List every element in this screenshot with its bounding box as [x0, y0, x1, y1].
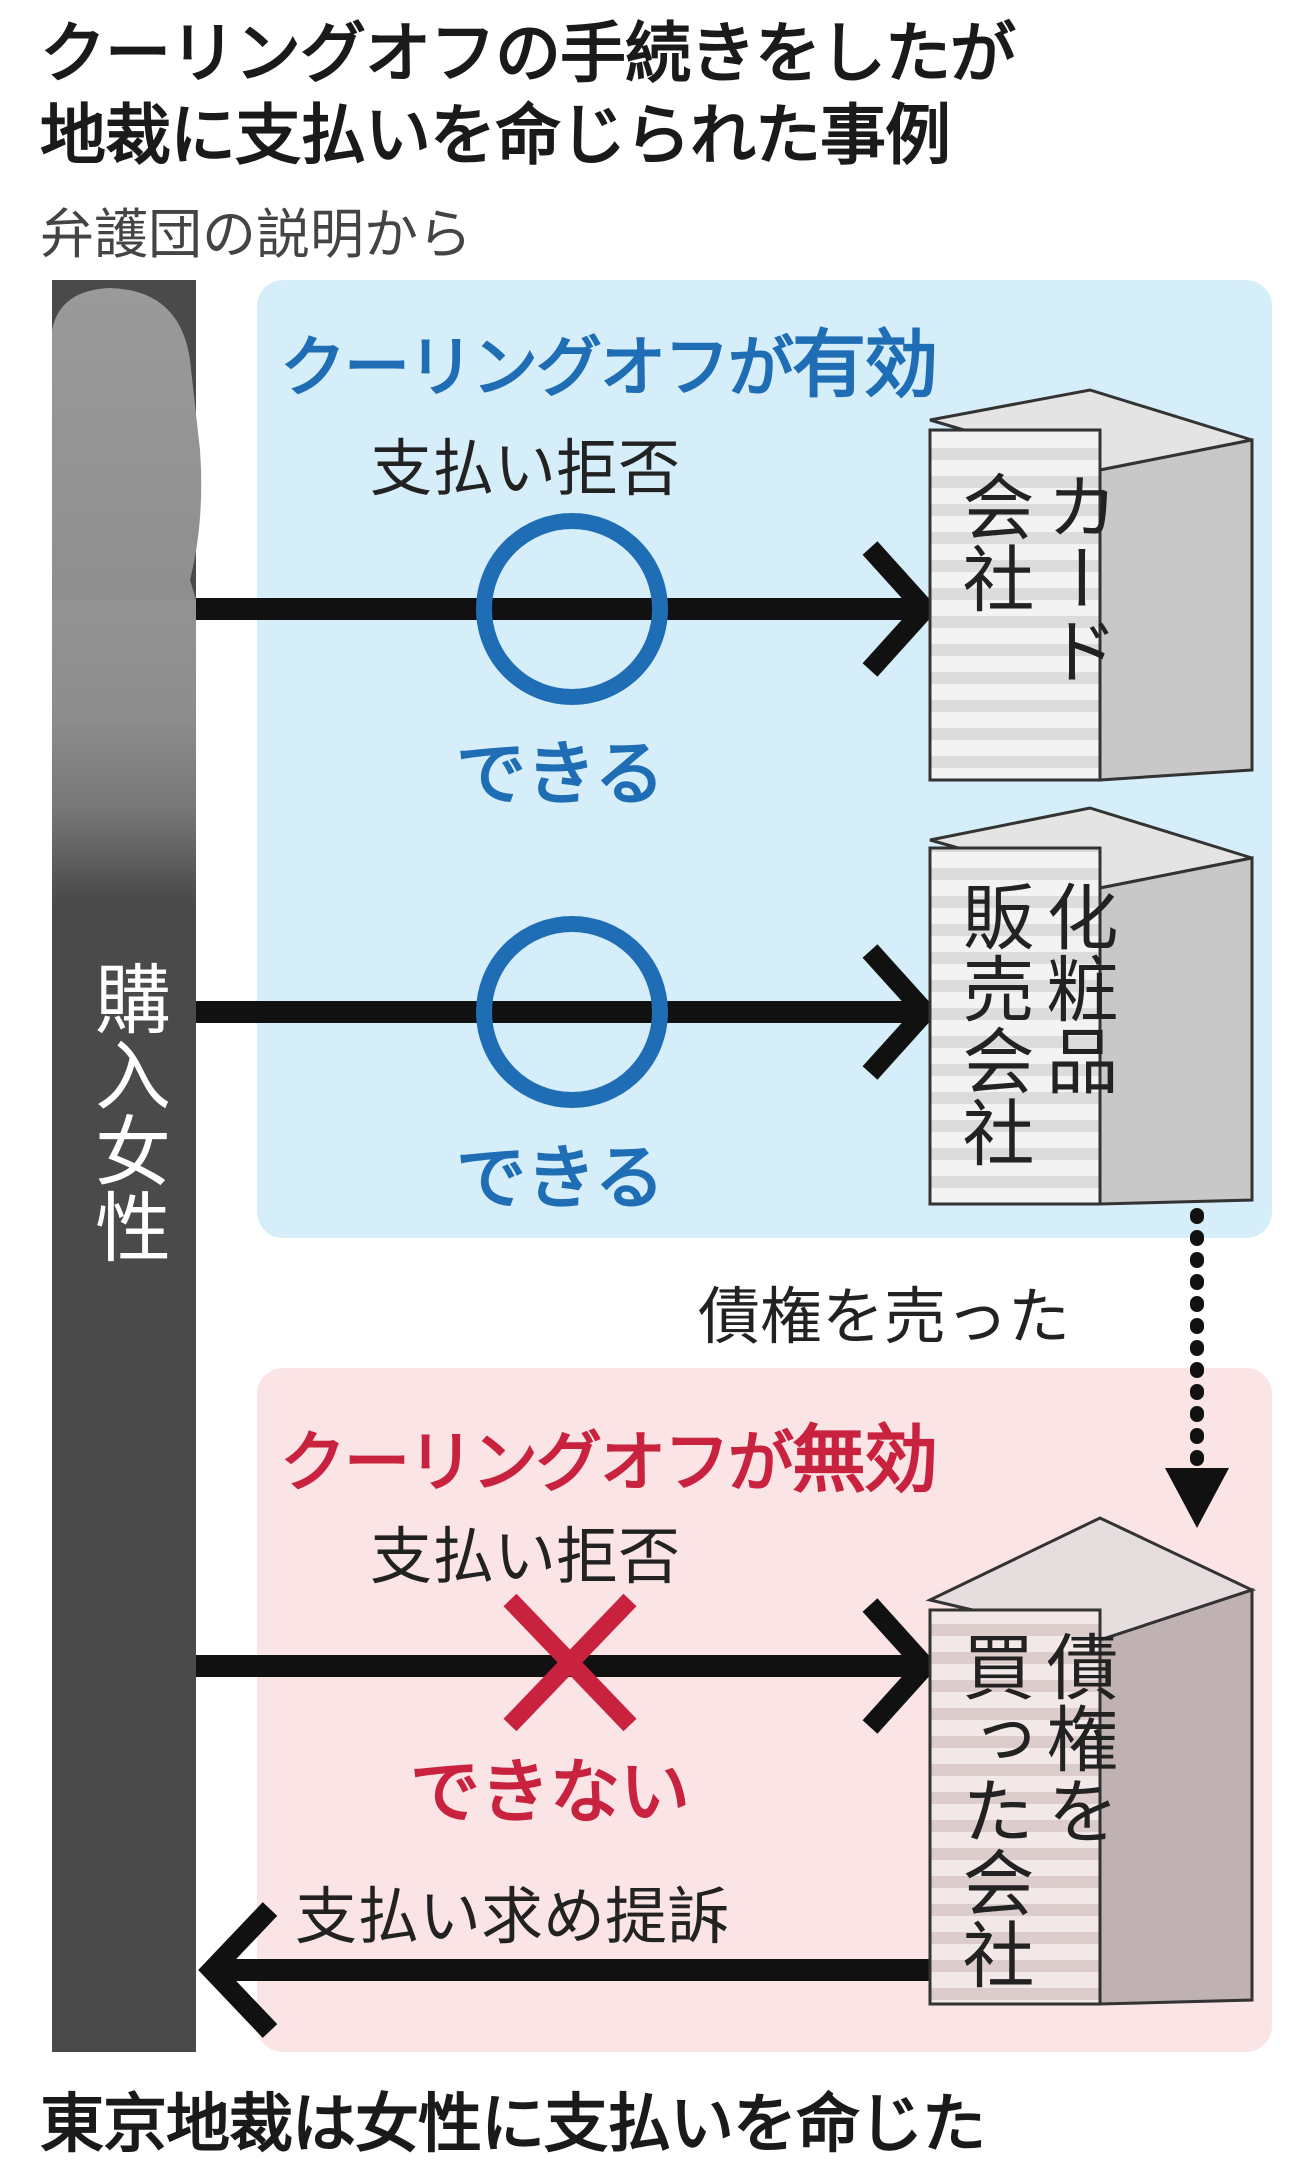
arrow-refusal-cosmetics [196, 944, 939, 1080]
circle-ok-icon [476, 916, 668, 1108]
arrow-lawsuit [198, 1902, 935, 2038]
result-ok-1: できる [456, 733, 665, 815]
conclusion: 東京地裁は女性に支払いを命じた [40, 2088, 986, 2162]
refusal-label-invalid: 支払い拒否 [370, 1520, 681, 1593]
building-card-company [928, 388, 1254, 782]
valid-heading-prefix: クーリングオフが [280, 329, 794, 406]
lawsuit-label: 支払い求め提訴 [295, 1880, 730, 1953]
debt-buyer-label: 債権を 買った会社 [950, 1630, 1118, 1990]
purchaser-label: 購入女性 [82, 960, 171, 1264]
source-note: 弁護団の説明から [40, 203, 472, 266]
cosmetics-company-label: 化粧品 販売会社 [950, 880, 1118, 1168]
title-line-1: クーリングオフの手続きをしたが [40, 15, 1016, 92]
refusal-label-valid: 支払い拒否 [370, 432, 681, 505]
invalid-heading: クーリングオフが無効 [280, 1400, 938, 1507]
transfer-arrowhead-icon [1165, 1468, 1229, 1528]
valid-heading: クーリングオフが有効 [280, 305, 938, 412]
invalid-heading-emphasis: 無効 [792, 1417, 938, 1503]
title-line-2: 地裁に支払いを命じられた事例 [40, 97, 951, 174]
valid-heading-emphasis: 有効 [792, 322, 938, 408]
building-cosmetics-company [928, 806, 1254, 1206]
building-debt-buyer [925, 1516, 1257, 2006]
arrow-refusal-card [196, 541, 939, 677]
result-ng: できない [410, 1751, 690, 1833]
cross-ng-icon [503, 1593, 637, 1732]
card-company-label: カード 会社 [950, 470, 1118, 686]
transfer-label: 債権を売った [698, 1280, 1071, 1353]
result-ok-2: できる [456, 1137, 665, 1219]
circle-ok-icon [476, 513, 668, 705]
invalid-heading-prefix: クーリングオフが [280, 1424, 794, 1501]
